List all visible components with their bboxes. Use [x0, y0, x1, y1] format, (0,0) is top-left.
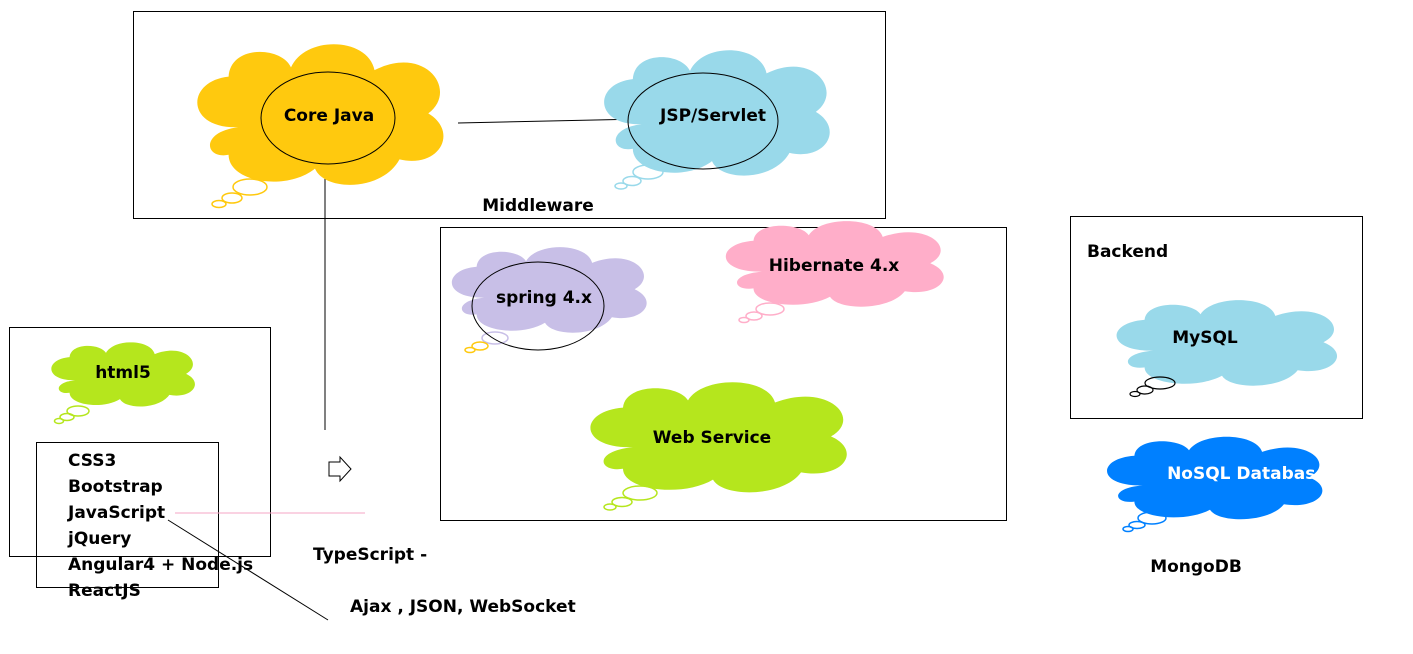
frontend-list-box: [36, 442, 219, 588]
frameworks-box: [440, 227, 1007, 521]
backend-label: Backend: [1087, 242, 1168, 262]
jsp-servlet-highlight-ring: [627, 72, 779, 170]
frontend-box: [9, 327, 271, 557]
cloud-web-service: Web Service: [590, 382, 847, 511]
typescript-label: TypeScript -: [313, 545, 427, 565]
jsp-servlet-label: JSP/Servlet: [659, 106, 766, 126]
core-java-highlight-ring: [260, 71, 396, 165]
backend-box: [1070, 216, 1363, 419]
middleware-box: [133, 11, 886, 219]
frontend-item-reactjs: ReactJS: [68, 581, 141, 601]
hibernate-label: Hibernate 4.x: [769, 256, 900, 276]
cloud-spring: spring 4.x: [451, 247, 647, 354]
frontend-item-jquery: jQuery: [67, 529, 131, 549]
web-service-label: Web Service: [653, 428, 771, 448]
mysql-label: MySQL: [1172, 328, 1238, 348]
right-arrow-icon: [328, 455, 352, 483]
cloud-core-java: Core Java: [197, 44, 444, 209]
html5-label: html5: [95, 363, 151, 383]
frontend-item-angular-node: Angular4 + Node.js: [68, 555, 253, 575]
core-java-label: Core Java: [284, 106, 374, 126]
frontend-item-bootstrap: Bootstrap: [68, 477, 163, 497]
mongodb-label: MongoDB: [1150, 557, 1242, 577]
cloud-nosql: NoSQL Database: [1107, 436, 1327, 533]
cloud-jsp-servlet: JSP/Servlet: [604, 50, 830, 190]
nosql-label: NoSQL Database: [1167, 464, 1327, 484]
core-java-jsp-connector: [457, 118, 641, 124]
spring-label: spring 4.x: [496, 288, 592, 308]
frontend-item-css3: CSS3: [68, 451, 116, 471]
cloud-mysql: MySQL: [1116, 300, 1338, 398]
frontend-list: CSS3 Bootstrap JavaScript jQuery Angular…: [67, 451, 253, 601]
javascript-ajax-connector: [167, 519, 329, 621]
frontend-item-javascript: JavaScript: [67, 503, 165, 523]
cloud-html5: html5: [51, 342, 195, 425]
middleware-label: Middleware: [482, 196, 594, 216]
ajax-json-websocket-label: Ajax , JSON, WebSocket: [350, 597, 576, 617]
spring-highlight-ring: [471, 261, 605, 351]
cloud-hibernate: Hibernate 4.x: [725, 221, 944, 324]
